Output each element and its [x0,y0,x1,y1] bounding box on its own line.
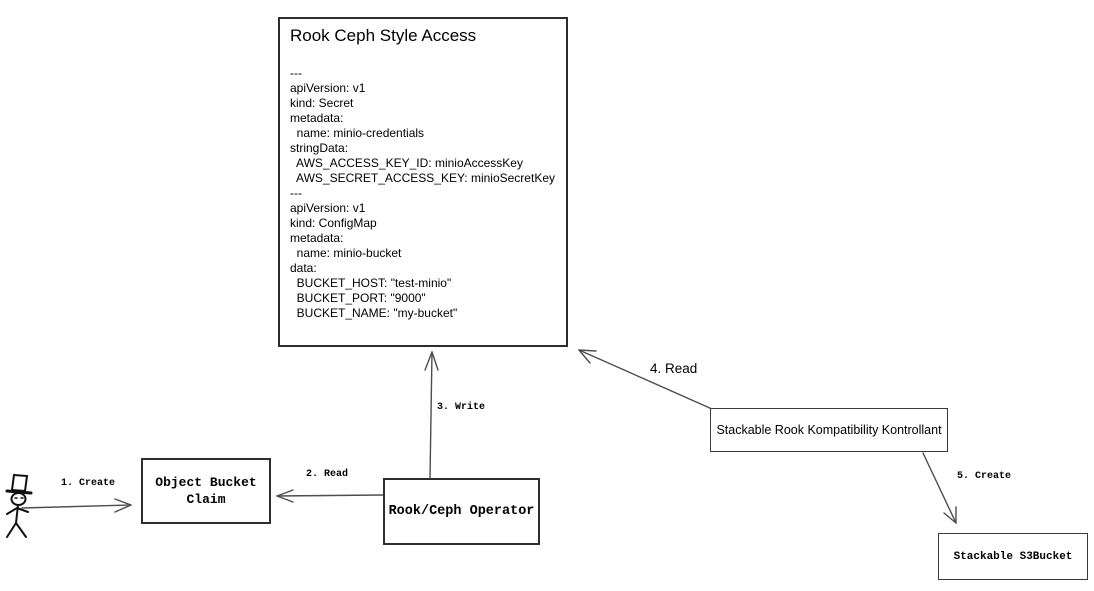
yaml-spec: --- apiVersion: v1 kind: Secret metadata… [290,66,566,321]
yaml-line: BUCKET_PORT: "9000" [290,291,426,305]
yaml-line: AWS_ACCESS_KEY_ID: minioAccessKey [290,156,523,170]
arrow-label-read-2: 2. Read [306,469,349,480]
yaml-line: metadata: [290,231,344,245]
arrow-step4-read [578,349,713,410]
rook-ceph-style-access-box: Rook Ceph Style Access --- apiVersion: v… [278,17,568,347]
yaml-line: metadata: [290,111,344,125]
yaml-line: name: minio-bucket [290,246,402,260]
yaml-line: kind: Secret [290,96,354,110]
yaml-line: --- [290,66,302,80]
arrow-label-create-5: 5. Create [957,471,1012,482]
node-object-bucket-claim: Object Bucket Claim [141,458,271,524]
main-box-title: Rook Ceph Style Access [290,26,477,45]
arrow-label-create-1: 1. Create [61,478,116,489]
yaml-line: AWS_SECRET_ACCESS_KEY: minioSecretKey [290,171,555,185]
arrow-label-read-4: 4. Read [650,361,698,376]
yaml-line: data: [290,261,317,275]
arrow-step2-read [276,489,384,503]
node-stackable-s3bucket: Stackable S3Bucket [938,533,1088,580]
yaml-line: BUCKET_HOST: "test-minio" [290,276,452,290]
arrow-step5-create [922,452,957,524]
node-stackable-rook-kompatibility-kontrollant: Stackable Rook Kompatibility Kontrollant [710,408,948,452]
yaml-line: kind: ConfigMap [290,216,377,230]
yaml-line: apiVersion: v1 [290,81,366,95]
yaml-line: BUCKET_NAME: "my-bucket" [290,306,458,320]
arrow-step3-write [424,351,439,479]
yaml-line: name: minio-credentials [290,126,425,140]
arrow-step1-create [21,498,132,513]
stick-figure-user-icon [5,473,33,538]
node-rook-ceph-operator: Rook/Ceph Operator [383,478,540,545]
yaml-line: apiVersion: v1 [290,201,366,215]
arrow-label-write-3: 3. Write [437,402,486,413]
yaml-line: --- [290,186,302,200]
yaml-line: stringData: [290,141,349,155]
